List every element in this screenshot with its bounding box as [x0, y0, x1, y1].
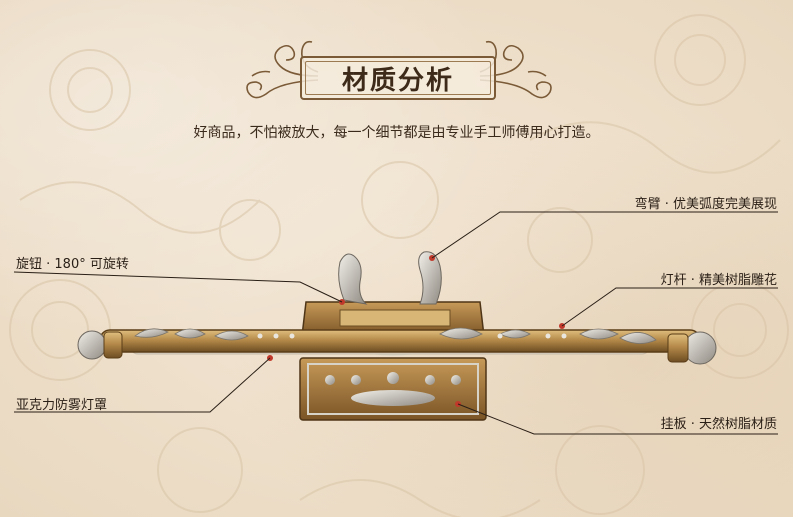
annotation-rod: 灯杆 · 精美树脂雕花 [660, 273, 777, 288]
lamp-rod [77, 327, 717, 365]
leader-lines [13, 211, 778, 435]
annotation-shade: 亚克力防雾灯罩 [16, 398, 108, 413]
section-title: 材质分析 [341, 65, 454, 96]
left-flourish-ornament [246, 40, 319, 99]
annotation-knob: 旋钮 · 180° 可旋转 [16, 257, 129, 272]
annotation-arm: 弯臂 · 优美弧度完美展现 [634, 197, 777, 212]
section-title-frame: 材质分析 [300, 56, 496, 100]
lamp-arms [338, 251, 442, 305]
section-subtitle: 好商品，不怕被放大，每一个细节都是由专业手工师傅用心打造。 [193, 125, 600, 141]
wall-plate [299, 357, 487, 421]
annotation-plate: 挂板 · 天然树脂材质 [660, 417, 777, 432]
